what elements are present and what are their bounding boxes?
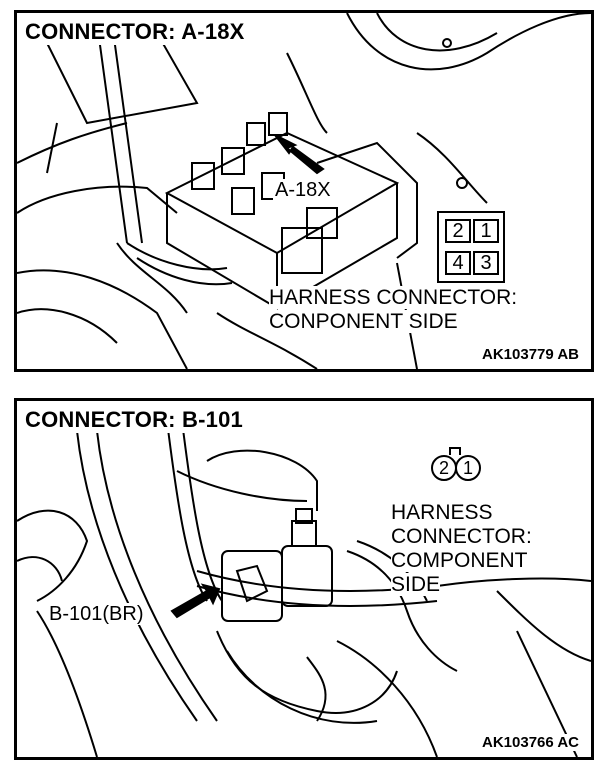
pin-4: 4 [445,251,471,275]
harness-note-line3: COMPONENT [391,549,528,572]
harness-note-line2: CONNECTOR: [391,525,532,548]
connector-a18x-panel: CONNECTOR: A-18X A-18X 2 1 4 3 HARNESS C… [14,10,594,372]
harness-note-line2: CONPONENT SIDE [269,310,458,333]
sensor-area-illustration [17,420,591,757]
connector-pin-diagram: 2 1 [425,447,485,483]
pin-2: 2 [445,219,471,243]
figure-code: AK103766 AC [480,734,581,751]
connector-title: CONNECTOR: B-101 [25,407,247,433]
connector-title: CONNECTOR: A-18X [25,19,249,45]
connector-callout-label: A-18X [273,179,333,201]
harness-note-line4: SIDE [391,573,441,596]
pin-3: 3 [473,251,499,275]
pin-1: 1 [455,455,481,481]
figure-code: AK103779 AB [480,346,581,363]
harness-note-line1: HARNESS [391,501,493,524]
pin-2: 2 [431,455,457,481]
connector-callout-label: B-101(BR) [47,603,146,625]
connector-pin-diagram: 2 1 4 3 [437,211,505,283]
connector-latch-icon [449,447,461,455]
harness-note-line1: HARNESS CONNECTOR: [269,286,518,309]
pin-1: 1 [473,219,499,243]
connector-b101-panel: CONNECTOR: B-101 2 1 HARNESS CONNECTOR: … [14,398,594,760]
